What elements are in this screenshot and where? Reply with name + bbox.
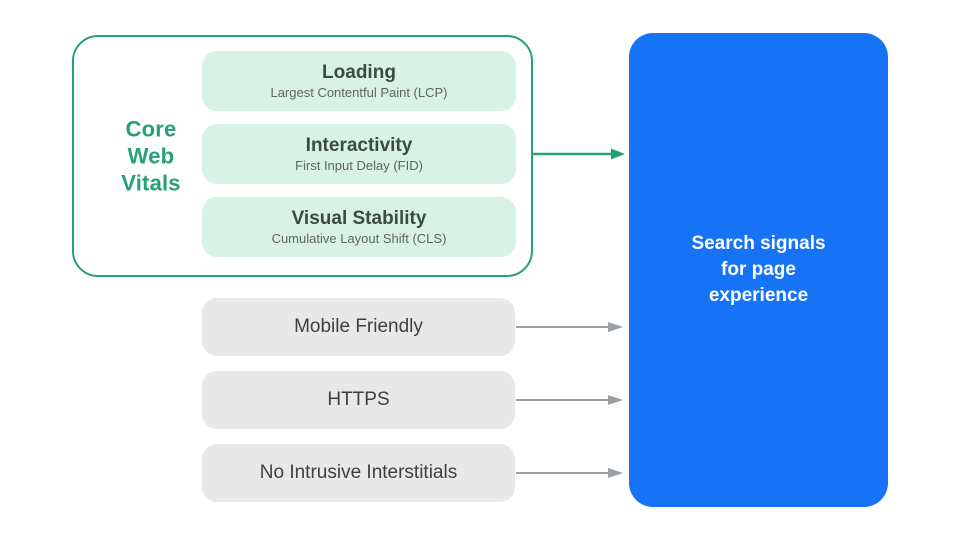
no-intrusive-interstitials-arrow	[516, 468, 623, 478]
core-web-vitals-group: Core Web Vitals Loading Largest Contentf…	[72, 35, 533, 277]
metric-title: Visual Stability	[291, 207, 427, 229]
metric-title: Interactivity	[305, 134, 413, 156]
metric-subtitle: Cumulative Layout Shift (CLS)	[271, 230, 447, 246]
metric-pill-interactivity: Interactivity First Input Delay (FID)	[202, 124, 516, 184]
signal-label: No Intrusive Interstitials	[259, 462, 458, 483]
signal-pill-no-intrusive-interstitials: No Intrusive Interstitials	[202, 444, 515, 502]
search-signals-box: Search signals for page experience	[629, 33, 888, 507]
https-arrow	[516, 395, 623, 405]
metric-pill-loading: Loading Largest Contentful Paint (LCP)	[202, 51, 516, 111]
metric-subtitle: Largest Contentful Paint (LCP)	[270, 84, 448, 100]
core-web-vitals-label: Core Web Vitals	[121, 116, 181, 196]
core-web-vitals-arrow	[533, 148, 625, 160]
signal-pill-mobile-friendly: Mobile Friendly	[202, 298, 515, 356]
metric-subtitle: First Input Delay (FID)	[295, 157, 423, 173]
search-signals-label: Search signals for page experience	[691, 233, 826, 306]
signal-pill-https: HTTPS	[202, 371, 515, 429]
signal-label: Mobile Friendly	[294, 316, 423, 337]
metric-title: Loading	[322, 61, 396, 83]
mobile-friendly-arrow	[516, 322, 623, 332]
signal-label: HTTPS	[327, 389, 390, 410]
metric-pill-visual-stability: Visual Stability Cumulative Layout Shift…	[202, 197, 516, 257]
